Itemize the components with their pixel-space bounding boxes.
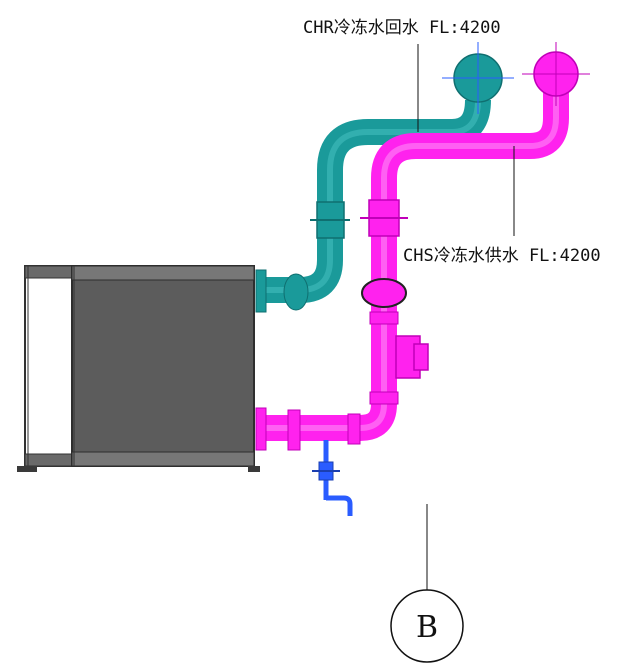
drain-pipe	[312, 440, 353, 516]
chiller-body	[71, 265, 255, 467]
chs-supply-label: CHS冷冻水供水 FL:4200	[403, 246, 601, 266]
grid-axis-bubble-icon	[390, 589, 464, 663]
chiller-left-frame	[24, 265, 78, 467]
chr-return-label: CHR冷冻水回水 FL:4200	[303, 18, 501, 38]
pump-icon	[395, 335, 429, 379]
chr-return-pipe	[255, 42, 514, 313]
chiller-unit-icon	[17, 265, 260, 472]
strainer-icon	[361, 278, 407, 308]
chs-supply-pipe	[255, 42, 590, 451]
grid-axis-label: B	[416, 610, 438, 645]
